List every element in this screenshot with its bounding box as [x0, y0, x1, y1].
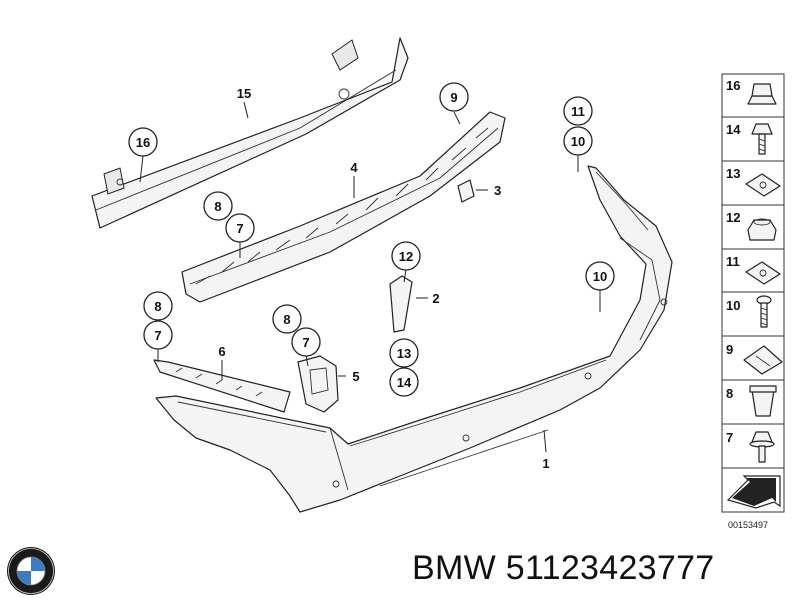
svg-text:9: 9	[450, 90, 457, 105]
arrow-icon	[726, 475, 781, 509]
bolt-icon	[751, 123, 773, 155]
svg-text:10: 10	[571, 134, 585, 149]
legend-item-9: 9	[726, 342, 783, 375]
svg-text:12: 12	[399, 249, 413, 264]
bracket-vertical	[389, 275, 413, 333]
svg-text:7: 7	[154, 328, 161, 343]
svg-text:8: 8	[283, 312, 290, 327]
callout-2: 2	[432, 291, 439, 306]
callout-10-lower: 10	[585, 261, 615, 291]
callout-13: 13	[389, 338, 419, 368]
screw-icon	[756, 295, 772, 328]
svg-text:10: 10	[593, 269, 607, 284]
callout-8-left: 8	[143, 291, 173, 321]
callout-14: 14	[389, 367, 419, 397]
legend-item-12: 12	[726, 210, 777, 241]
reinforcement-bar	[91, 37, 409, 229]
svg-text:9: 9	[726, 342, 733, 357]
svg-text:8: 8	[154, 299, 161, 314]
nut-icon	[747, 218, 777, 241]
svg-text:5: 5	[352, 369, 359, 384]
callout-4: 4	[350, 160, 358, 175]
callout-3: 3	[494, 183, 501, 198]
clip-icon	[745, 261, 781, 285]
svg-text:1: 1	[542, 456, 549, 471]
mount-bracket	[297, 355, 339, 413]
leader-lines	[139, 101, 601, 453]
bmw-roundel-icon	[7, 547, 55, 595]
nut-icon	[747, 83, 777, 105]
svg-text:8: 8	[726, 386, 733, 401]
svg-text:15: 15	[237, 86, 251, 101]
svg-text:2: 2	[432, 291, 439, 306]
callout-7-left: 7	[143, 320, 173, 350]
svg-text:13: 13	[397, 346, 411, 361]
svg-text:16: 16	[726, 78, 740, 93]
svg-text:14: 14	[726, 122, 741, 137]
callout-5: 5	[352, 369, 359, 384]
diagram-id: 00153497	[728, 520, 769, 530]
svg-text:11: 11	[571, 104, 585, 119]
callout-12: 12	[391, 241, 421, 271]
svg-text:7: 7	[236, 221, 243, 236]
svg-text:7: 7	[302, 335, 309, 350]
clip-small	[457, 179, 475, 203]
legend-item-7: 7	[726, 430, 775, 463]
callout-8-upper: 8	[203, 191, 233, 221]
callout-16: 16	[128, 127, 158, 157]
fastener-legend: 16 14 13 12	[721, 73, 785, 513]
part-number: BMW 51123423777	[412, 549, 715, 587]
legend-item-16: 16	[726, 78, 777, 105]
legend-item-10: 10	[726, 295, 772, 328]
clip-icon	[745, 173, 781, 197]
callout-11: 11	[563, 96, 593, 126]
legend-item-14: 14	[726, 122, 773, 155]
svg-text:6: 6	[218, 344, 225, 359]
bumper-cover	[155, 165, 673, 513]
legend-item-11: 11	[726, 254, 781, 285]
callout-15: 15	[237, 86, 251, 101]
svg-text:12: 12	[726, 210, 740, 225]
callout-8-center: 8	[272, 304, 302, 334]
svg-text:7: 7	[726, 430, 733, 445]
callout-7-upper: 7	[225, 213, 255, 243]
callout-1: 1	[542, 456, 549, 471]
svg-text:10: 10	[726, 298, 740, 313]
expanding-nut-icon	[749, 385, 777, 417]
legend-item-arrow	[726, 475, 781, 509]
svg-text:14: 14	[397, 375, 412, 390]
side-strip	[153, 359, 291, 413]
bolt-icon	[749, 431, 775, 463]
legend-item-13: 13	[726, 166, 781, 197]
svg-text:13: 13	[726, 166, 740, 181]
callout-6: 6	[218, 344, 225, 359]
svg-text:16: 16	[136, 135, 150, 150]
clip-icon	[743, 345, 783, 375]
svg-text:8: 8	[214, 199, 221, 214]
bracket-long	[181, 111, 506, 303]
callout-9: 9	[439, 82, 469, 112]
callout-10-upper: 10	[563, 126, 593, 156]
svg-text:4: 4	[350, 160, 358, 175]
callout-7-center: 7	[291, 327, 321, 357]
legend-item-8: 8	[726, 385, 777, 417]
svg-text:3: 3	[494, 183, 501, 198]
svg-text:11: 11	[726, 254, 740, 269]
